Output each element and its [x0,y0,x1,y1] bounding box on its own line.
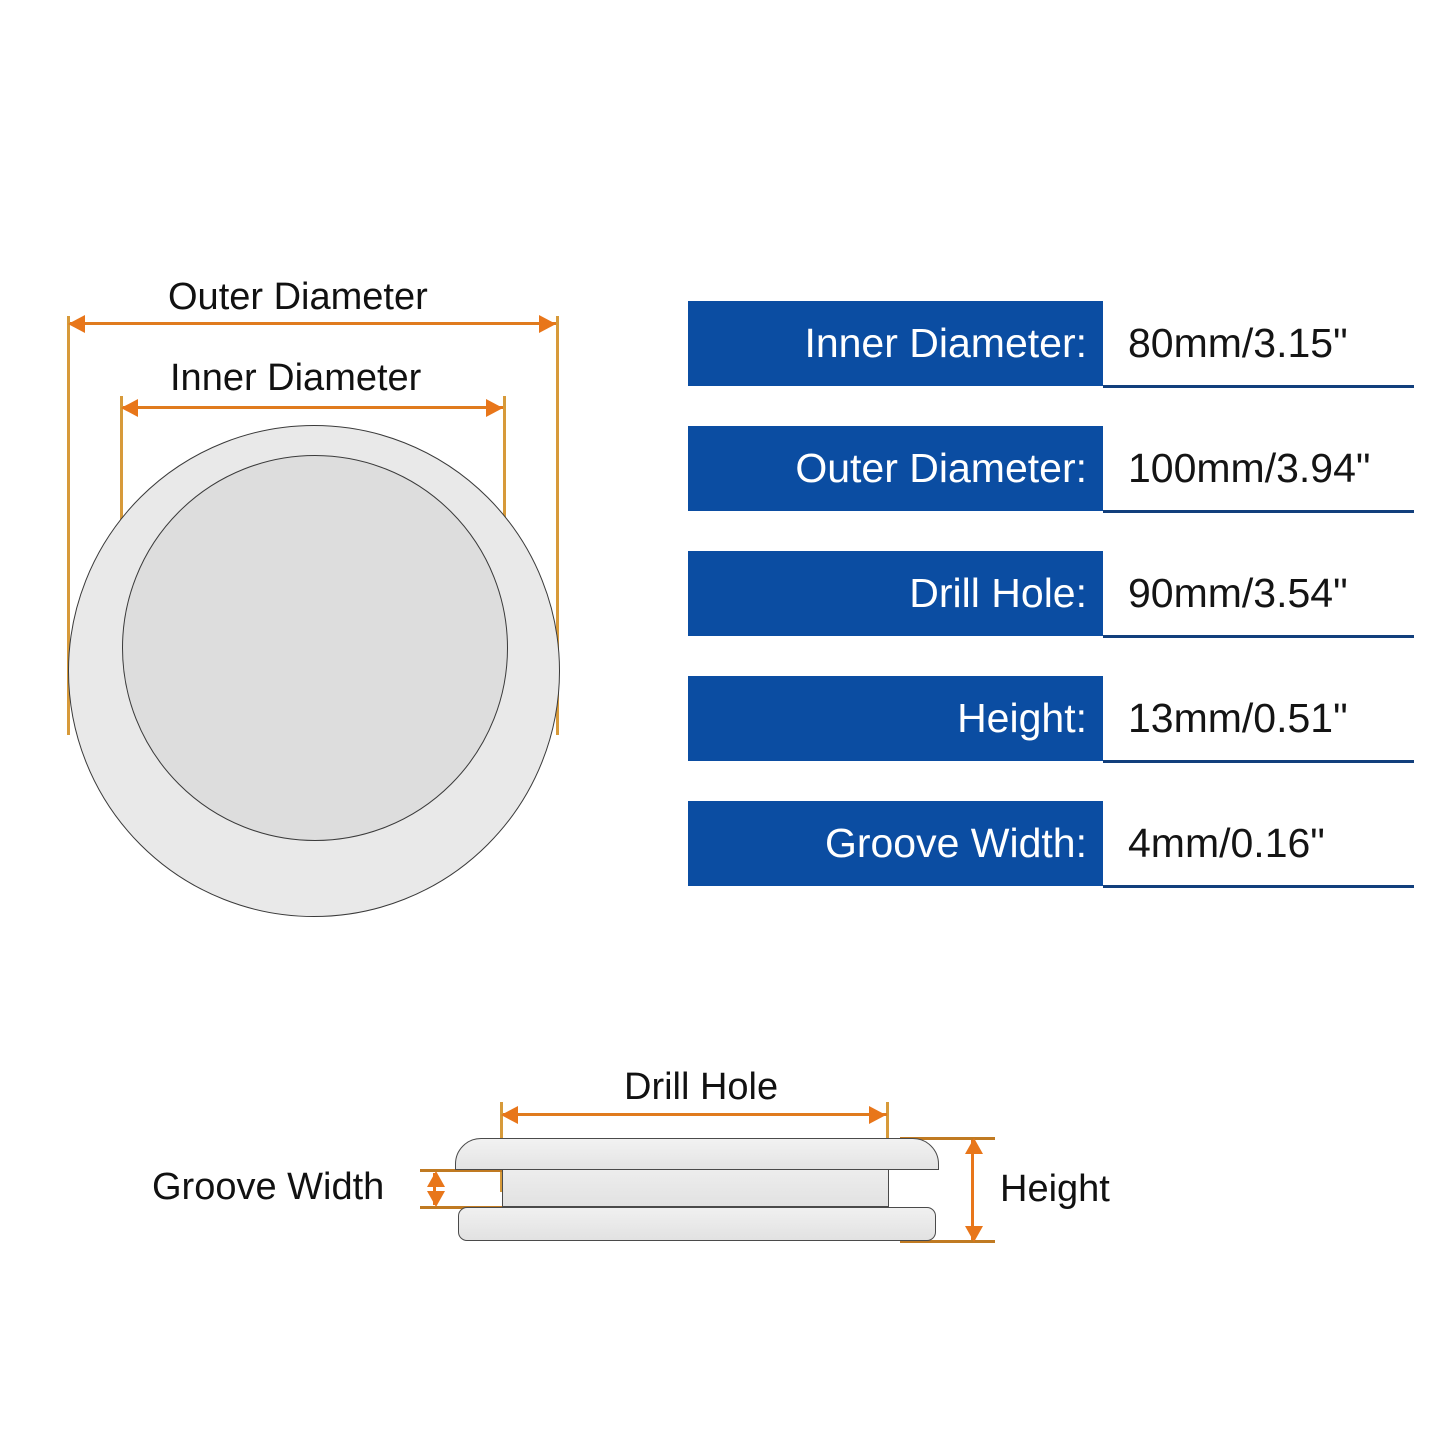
height-label: Height [1000,1168,1110,1210]
spec-key-label: Outer Diameter: [795,445,1087,491]
spec-value-inner-diameter: 80mm/3.15" [1128,301,1348,386]
drill-hole-dimension-line [503,1113,887,1116]
groove-width-dimension-line [433,1173,436,1205]
spec-key-outer-diameter: Outer Diameter: [688,426,1103,511]
inner-diameter-arrow-left [121,399,138,417]
spec-key-drill-hole: Drill Hole: [688,551,1103,636]
height-arrow-down [965,1226,983,1242]
table-row: Height: 13mm/0.51" [688,676,1414,801]
spec-key-groove-width: Groove Width: [688,801,1103,886]
outer-diameter-label: Outer Diameter [168,276,428,318]
spec-row-underline [1103,385,1414,388]
outer-diameter-arrow-left [68,315,85,333]
spec-row-underline [1103,635,1414,638]
groove-width-arrow-up [427,1171,445,1187]
spec-key-height: Height: [688,676,1103,761]
groove-width-extension-top [420,1169,510,1172]
grommet-inner-disc [122,455,508,841]
spec-value-label: 80mm/3.15" [1128,320,1348,366]
top-view-diagram: Outer Diameter Inner Diameter [0,0,640,960]
spec-value-label: 100mm/3.94" [1128,445,1371,491]
groove-width-label: Groove Width [152,1166,385,1208]
groove-width-arrow-down [427,1191,445,1207]
height-dimension-line [971,1140,974,1240]
spec-key-label: Height: [957,695,1087,741]
grommet-groove-band [502,1170,889,1207]
outer-diameter-extension-left [67,316,70,735]
table-row: Inner Diameter: 80mm/3.15" [688,301,1414,426]
table-row: Outer Diameter: 100mm/3.94" [688,426,1414,551]
grommet-top-cap [455,1138,939,1170]
spec-row-underline [1103,510,1414,513]
cross-section-diagram: Drill Hole Groove Width Height [0,1040,1445,1340]
outer-diameter-extension-right [556,316,559,735]
spec-key-inner-diameter: Inner Diameter: [688,301,1103,386]
drill-hole-label: Drill Hole [624,1066,779,1108]
drill-hole-arrow-left [501,1106,518,1124]
drill-hole-arrow-right [869,1106,886,1124]
spec-value-label: 4mm/0.16" [1128,820,1325,866]
spec-key-label: Inner Diameter: [804,320,1087,366]
height-extension-bottom [900,1240,995,1243]
spec-value-groove-width: 4mm/0.16" [1128,801,1325,886]
spec-row-underline [1103,885,1414,888]
height-arrow-up [965,1138,983,1154]
spec-row-underline [1103,760,1414,763]
outer-diameter-arrow-right [539,315,556,333]
spec-value-outer-diameter: 100mm/3.94" [1128,426,1370,511]
outer-diameter-dimension-line [70,322,556,325]
inner-diameter-arrow-right [486,399,503,417]
spec-key-label: Drill Hole: [909,570,1087,616]
spec-value-label: 13mm/0.51" [1128,695,1348,741]
spec-value-drill-hole: 90mm/3.54" [1128,551,1348,636]
height-extension-top [900,1137,995,1140]
specification-table: Inner Diameter: 80mm/3.15" Outer Diamete… [688,301,1414,926]
table-row: Drill Hole: 90mm/3.54" [688,551,1414,676]
spec-key-label: Groove Width: [824,820,1087,866]
inner-diameter-label: Inner Diameter [170,357,422,399]
grommet-bottom-flange [458,1207,936,1241]
table-row: Groove Width: 4mm/0.16" [688,801,1414,926]
spec-value-label: 90mm/3.54" [1128,570,1348,616]
inner-diameter-dimension-line [123,406,503,409]
spec-value-height: 13mm/0.51" [1128,676,1348,761]
